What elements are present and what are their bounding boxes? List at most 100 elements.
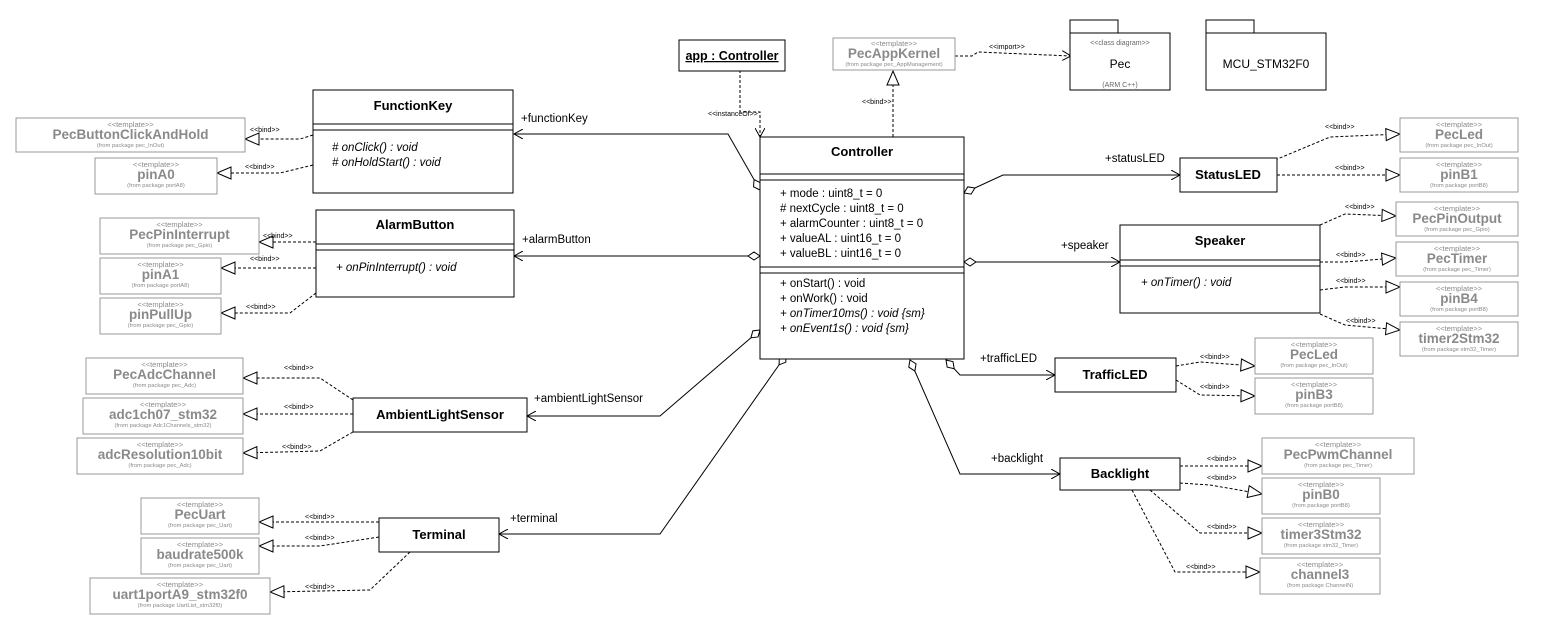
label-bind: <<bind>> <box>1186 564 1216 571</box>
template-name: adc1ch07_stm32 <box>109 407 217 422</box>
label-bind: <<bind>> <box>250 256 280 263</box>
label-bind: <<bind>> <box>246 304 276 311</box>
role-backlight: +backlight <box>991 453 1044 465</box>
dependency-labels: <<instanceOf>> <<bind>> <<import>> <<bin… <box>245 44 1376 591</box>
template-name: pinA1 <box>142 267 180 282</box>
assoc-statusled <box>964 175 1180 193</box>
tpl-pecled2[interactable]: <<template>>PecLed(from package pec_InOu… <box>1254 337 1374 375</box>
template-name: pinPullUp <box>129 307 192 322</box>
template-name: PecLed <box>1435 127 1483 142</box>
template-from: (from package portB8) <box>1430 307 1488 313</box>
package-pec[interactable]: <<class diagram>> Pec (ARM C++) <box>1069 19 1171 91</box>
tpl-pecpwm[interactable]: <<template>>PecPwmChannel(from package p… <box>1261 437 1415 475</box>
label-bind: <<bind>> <box>1335 165 1365 172</box>
tpl-adc1ch07[interactable]: <<template>>adc1ch07_stm32(from package … <box>82 397 244 435</box>
template-stereotype: <<template>> <box>1297 560 1344 569</box>
template-stereotype: <<template>> <box>1298 520 1345 529</box>
class-speaker[interactable]: Speaker + onTimer() : void <box>1119 224 1321 314</box>
template-name: baudrate500k <box>156 547 244 562</box>
label-bind: <<bind>> <box>1336 252 1366 259</box>
label-bind-kernel: <<bind>> <box>862 99 892 106</box>
tpl-pecuart[interactable]: <<template>>PecUart(from package pec_Uar… <box>140 497 260 535</box>
template-name: pinB1 <box>1440 167 1478 182</box>
template-stereotype: <<template>> <box>133 160 180 169</box>
label-bind: <<bind>> <box>305 514 335 521</box>
tpl-uart1port[interactable]: <<template>>uart1portA9_stm32f0(from pac… <box>89 577 271 615</box>
tpl-pinb4[interactable]: <<template>>pinB4(from package portB8) <box>1399 281 1519 317</box>
package-name: Pec <box>1110 57 1131 71</box>
template-from: (from package portB8) <box>1430 183 1488 189</box>
assoc-terminal <box>499 355 786 534</box>
tpl-adcres[interactable]: <<template>>adcResolution10bit(from pack… <box>76 437 244 475</box>
template-from: (from package pec_InOut) <box>1280 363 1347 369</box>
template-name: PecPinInterrupt <box>129 227 230 242</box>
template-stereotype: <<template>> <box>137 300 184 309</box>
tpl-pectimer[interactable]: <<template>>PecTimer(from package pec_Ti… <box>1395 241 1519 277</box>
class-name: Speaker <box>1195 233 1246 248</box>
operation: + onPinInterrupt() : void <box>336 262 457 274</box>
template-pecappkernel[interactable]: <<template>> PecAppKernel (from package … <box>832 37 956 71</box>
role-ambient: +ambientLightSensor <box>534 393 643 405</box>
tpl-pinb3[interactable]: <<template>>pinB3(from package portB8) <box>1254 377 1374 415</box>
attribute: + alarmCounter : uint8_t = 0 <box>780 218 923 230</box>
role-alarmbutton: +alarmButton <box>522 234 591 246</box>
tpl-timer2[interactable]: <<template>>timer2Stm32(from package stm… <box>1399 321 1519 357</box>
package-sub: (ARM C++) <box>1102 82 1137 89</box>
template-from: (from package pec_Gpio) <box>147 243 212 249</box>
template-stereotype: <<template>> <box>1436 284 1483 293</box>
operation: # onClick() : void <box>332 142 418 154</box>
tpl-pecpininterrupt[interactable]: <<template>>PecPinInterrupt(from package… <box>99 217 260 255</box>
tpl-pecadc[interactable]: <<template>>PecAdcChannel(from package p… <box>85 357 244 395</box>
label-bind: <<bind>> <box>1200 354 1230 361</box>
class-alarmbutton[interactable]: AlarmButton + onPinInterrupt() : void <box>315 209 515 298</box>
label-instanceof: <<instanceOf>> <box>708 111 758 118</box>
class-statusled[interactable]: StatusLED <box>1179 157 1278 193</box>
tpl-timer3[interactable]: <<template>>timer3Stm32(from package stm… <box>1261 517 1381 555</box>
template-stereotype: <<template>> <box>1434 204 1481 213</box>
class-ambientlightsensor[interactable]: AmbientLightSensor <box>352 397 528 433</box>
template-from: (from package pec_Gpio) <box>1424 227 1489 233</box>
tpl-pina0[interactable]: <<template>>pinA0(from package portA8) <box>94 157 218 195</box>
tpl-pinb0[interactable]: <<template>>pinB0(from package portB8) <box>1261 477 1381 515</box>
template-from: (from package portB8) <box>1292 503 1350 509</box>
tpl-pecled1[interactable]: <<template>>PecLed(from package pec_InOu… <box>1399 117 1519 153</box>
tpl-pina1[interactable]: <<template>>pinA1(from package portA8) <box>99 257 222 295</box>
bind-al-adcres <box>243 431 354 453</box>
template-name: channel3 <box>1291 567 1350 582</box>
class-functionkey[interactable]: FunctionKey # onClick() : void # onHoldS… <box>312 89 514 194</box>
class-controller[interactable]: Controller + mode : uint8_t = 0 # nextCy… <box>759 136 965 360</box>
tpl-channel3[interactable]: <<template>>channel3(from package Channe… <box>1259 557 1381 595</box>
template-name: PecPwmChannel <box>1284 447 1393 462</box>
role-functionkey: +functionKey <box>521 113 588 125</box>
template-stereotype: <<template>> <box>137 440 184 449</box>
attribute: + valueBL : uint16_t = 0 <box>780 248 901 260</box>
tpl-baudrate[interactable]: <<template>>baudrate500k(from package pe… <box>140 537 260 575</box>
label-bind: <<bind>> <box>284 365 314 372</box>
tpl-pinpullup[interactable]: <<template>>pinPullUp(from package pec_G… <box>99 297 222 335</box>
label-bind: <<bind>> <box>263 233 293 240</box>
label-bind: <<bind>> <box>1207 456 1237 463</box>
template-stereotype: <<template>> <box>1298 480 1345 489</box>
dep-instanceof <box>739 70 760 137</box>
label-bind: <<bind>> <box>1345 204 1375 211</box>
bind-fk-pina0 <box>217 164 314 173</box>
template-from: (from package pec_Timer) <box>1304 463 1372 469</box>
class-terminal[interactable]: Terminal <box>378 517 500 553</box>
operation: # onHoldStart() : void <box>332 157 441 169</box>
role-terminal: +terminal <box>510 513 558 525</box>
template-from: (from package pec_Uart) <box>168 563 232 569</box>
package-mcu[interactable]: MCU_STM32F0 <box>1205 19 1327 91</box>
instance-app[interactable]: app : Controller <box>678 39 786 72</box>
class-trafficled[interactable]: TrafficLED <box>1054 357 1177 393</box>
tpl-pecpinoutput[interactable]: <<template>>PecPinOutput(from package pe… <box>1395 201 1519 237</box>
template-from: (from package UartList_stm32f0) <box>138 603 222 609</box>
label-import: <<import>> <box>989 44 1025 51</box>
label-bind: <<bind>> <box>1207 475 1237 482</box>
class-backlight[interactable]: Backlight <box>1059 457 1181 491</box>
template-name: pinB0 <box>1302 487 1340 502</box>
tpl-pinb1[interactable]: <<template>>pinB1(from package portB8) <box>1399 157 1519 193</box>
template-stereotype: <<template>> <box>177 500 224 509</box>
tpl-pecbutton[interactable]: <<template>>PecButtonClickAndHold(from p… <box>15 117 246 153</box>
bind-b-channel3 <box>1131 489 1260 572</box>
